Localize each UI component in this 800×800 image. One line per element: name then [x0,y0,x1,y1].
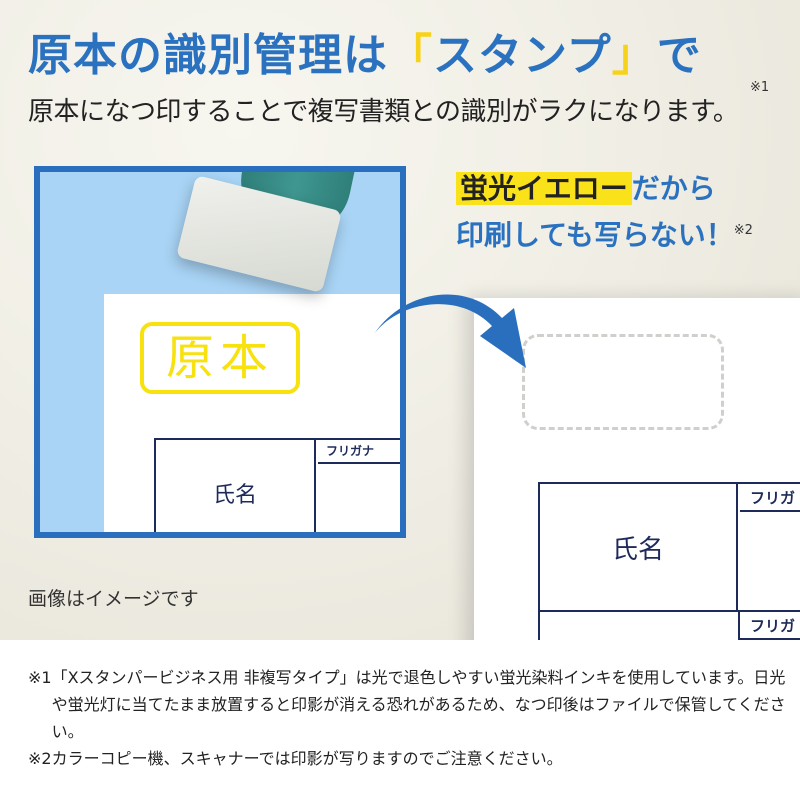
footnote-1: ※1 「Xスタンパービジネス用 非複写タイプ」は光で退色しやすい蛍光染料インキを… [28,664,788,745]
copied-name-form-table: 氏名 フリガ フリガ [538,482,800,640]
headline-suffix: で [656,30,702,81]
footnote-1-mark: ※1 [28,668,52,687]
copied-name-label: 氏名 [611,534,664,565]
copied-name-label-cell: 氏名 [540,484,738,610]
subheadline: 原本になつ印することで複写書類との識別がラクになります。 [28,97,739,127]
copied-form-row-divider [540,610,800,612]
copied-furigana-label-2: フリガ [750,617,796,635]
furigana-cell: フリガナ [318,440,400,464]
note-ref-2: ※2 [733,223,753,238]
callout: 蛍光イエローだから 印刷しても写らない！※2 [456,168,753,256]
stamp-illustration [176,172,360,312]
footnote-1-text: 「Xスタンパービジネス用 非複写タイプ」は光で退色しやすい蛍光染料インキを使用し… [51,668,786,741]
headline-prefix: 原本の識別管理は [28,30,388,81]
footnote-2-mark: ※2 [28,749,52,768]
curved-arrow-icon [374,294,526,368]
copied-form-col-divider-2 [738,610,740,640]
headline-open-bracket: 「 [388,30,433,81]
headline: 原本の識別管理は「スタンプ」で [28,26,702,86]
name-label: 氏名 [212,483,257,508]
note-ref-1: ※1 [750,80,770,95]
name-label-cell: 氏名 [156,440,316,532]
callout-line1-rest: だから [631,172,716,205]
headline-close-bracket: 」 [611,30,657,81]
hero-section: 原本の識別管理は「スタンプ」で 原本になつ印することで複写書類との識別がラクにな… [0,0,800,640]
stamped-original-image: 原本 氏名 フリガナ [34,166,406,538]
missing-stamp-outline [522,334,724,430]
original-document: 原本 氏名 フリガナ [104,294,400,532]
footnote-2-text: カラーコピー機、スキャナーでは印影が写りますのでご注意ください。 [51,749,563,768]
copied-furigana-label: フリガ [750,489,796,507]
callout-highlight: 蛍光イエロー [456,172,632,205]
headline-keyword: スタンプ [433,30,612,81]
footnote-2: ※2 カラーコピー機、スキャナーでは印影が写りますのでご注意ください。 [28,745,788,772]
original-stamp-impression: 原本 [140,322,300,394]
callout-line2: 印刷しても写らない！ [456,218,734,252]
copied-furigana-cell: フリガ [740,484,800,512]
copied-document: 氏名 フリガ フリガ [474,298,800,640]
footnotes: ※1 「Xスタンパービジネス用 非複写タイプ」は光で退色しやすい蛍光染料インキを… [28,664,788,772]
copied-furigana-cell-2: フリガ [740,612,800,640]
furigana-label: フリガナ [326,444,375,458]
image-caption: 画像はイメージです [28,588,199,610]
name-form-table: 氏名 フリガナ [154,438,400,532]
